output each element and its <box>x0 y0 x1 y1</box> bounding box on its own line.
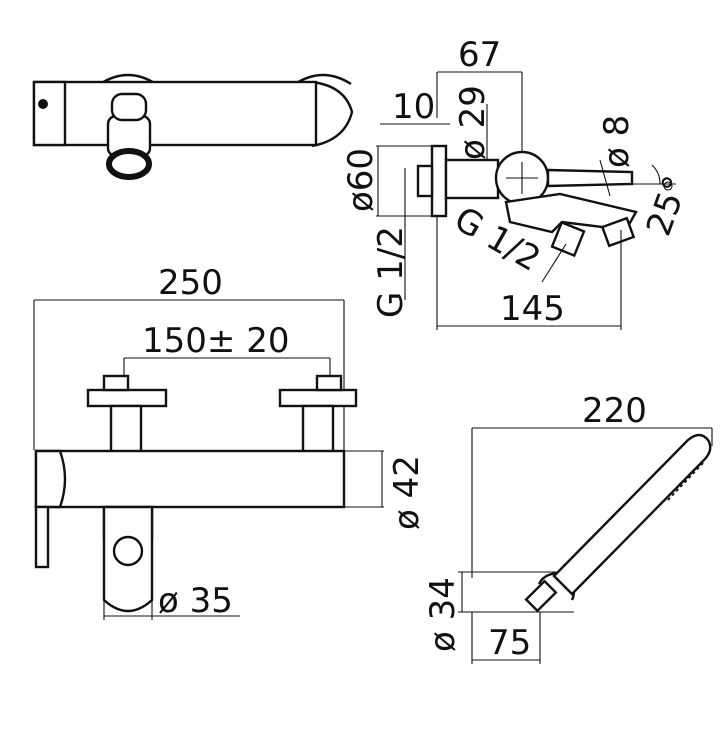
dim-25-label: 25° <box>639 171 697 241</box>
dim-67-label: 67 <box>458 35 501 75</box>
front-view: 250 150± 20 ø 42 ø 35 <box>33 263 427 621</box>
top-view-indicator-dot <box>38 99 48 109</box>
shower-hose-nut <box>524 579 558 613</box>
front-right-rosette <box>278 388 358 408</box>
dim-25-center-mark <box>663 181 673 191</box>
front-lever-end <box>34 449 67 509</box>
dim-250-label: 250 <box>158 263 223 303</box>
front-diverter-knob <box>112 535 144 567</box>
shower-nozzles <box>667 461 705 501</box>
dim-thread-spout-leader <box>541 243 567 283</box>
shower-handle <box>552 433 712 596</box>
top-view-spout-outlet <box>106 148 152 180</box>
side-hose-connector <box>550 220 586 258</box>
dim-150-label: 150± 20 <box>142 321 289 361</box>
side-inlet-nipple <box>416 164 434 198</box>
top-view <box>32 73 354 180</box>
front-body <box>34 449 346 509</box>
top-view-lever-end <box>32 80 67 147</box>
dim-60-label: ø60 <box>341 148 381 212</box>
dim-42-label: ø 42 <box>387 455 427 530</box>
dim-145-label: 145 <box>500 289 565 329</box>
dim-75-label: 75 <box>488 623 531 663</box>
dim-8-leader <box>599 159 611 197</box>
side-wall-flange <box>430 144 448 218</box>
front-lever <box>34 505 50 569</box>
dim-thread-left-label: G 1/2 <box>371 226 411 318</box>
dim-8-label: ø 8 <box>597 115 637 168</box>
dim-25-arc <box>651 164 661 185</box>
top-view-diverter-knob <box>110 92 148 122</box>
side-spout <box>504 192 638 234</box>
front-left-nut <box>102 374 130 392</box>
side-view: 67 10 ø 29 ø60 G 1/2 ø 8 25° 145 G 1/2 <box>341 35 697 330</box>
top-view-right-cap <box>311 80 354 148</box>
dim-220-label: 220 <box>582 391 647 431</box>
front-left-rosette <box>86 388 168 408</box>
front-left-riser <box>109 404 143 460</box>
dim-10-label: 10 <box>392 87 435 127</box>
side-body-connector <box>444 158 500 200</box>
top-view-body <box>32 80 318 147</box>
dim-34-label: ø 34 <box>423 577 463 652</box>
dim-35-label: ø 35 <box>158 581 233 621</box>
side-lever-handle <box>546 168 634 188</box>
front-right-riser <box>301 404 335 460</box>
dim-29-label: ø 29 <box>453 85 493 160</box>
hand-shower-view: 220 ø 34 75 <box>423 391 713 664</box>
front-right-nut <box>315 374 343 392</box>
